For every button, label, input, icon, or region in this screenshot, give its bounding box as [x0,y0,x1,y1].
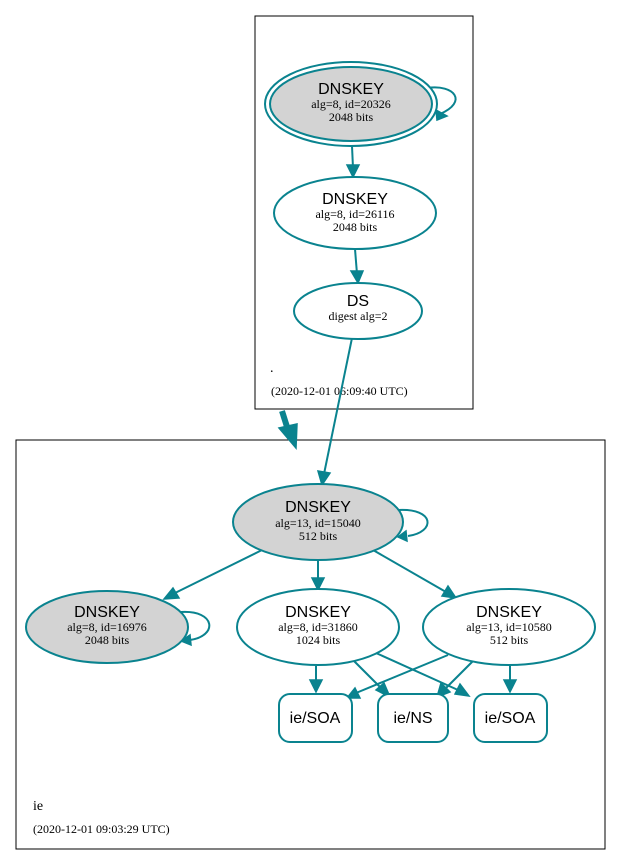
node-detail: 1024 bits [296,633,341,647]
root-ksk-node[interactable]: DNSKEY alg=8, id=20326 2048 bits [264,61,438,147]
ie-zone-timestamp: (2020-12-01 09:03:29 UTC) [33,822,170,836]
rrset-soa-1-node[interactable]: ie/SOA [278,693,353,743]
edge-10580-to-soa2 [502,666,518,694]
node-detail: digest alg=2 [328,309,387,323]
node-title: DNSKEY [285,604,351,621]
node-title: DNSKEY [318,81,384,98]
node-title: ie/SOA [485,710,536,727]
node-title: DNSKEY [74,604,140,621]
ie-zone-label: ie [33,799,43,814]
edge-ie-ksk-to-16976 [162,549,263,600]
delegation-arrow [277,410,298,450]
node-title: DNSKEY [285,499,351,516]
ie-key-16976-node[interactable]: DNSKEY alg=8, id=16976 2048 bits [25,590,189,664]
node-detail: 2048 bits [85,633,130,647]
node-title: DNSKEY [476,604,542,621]
edge-10580-to-soa1 [345,654,449,699]
node-title: ie/SOA [290,710,341,727]
edge-ie-ksk-self [396,508,429,543]
ie-ksk-node[interactable]: DNSKEY alg=13, id=15040 512 bits [232,483,404,561]
node-detail: 512 bits [490,633,529,647]
node-detail: alg=13, id=15040 [275,516,361,530]
node-detail: 2048 bits [329,110,374,124]
node-detail: alg=8, id=26116 [315,207,394,221]
node-title: DS [347,293,369,310]
edge-root-ksk-self [426,86,457,122]
ie-key-31860-node[interactable]: DNSKEY alg=8, id=31860 1024 bits [236,588,400,666]
root-zone-label: . [270,361,274,376]
node-title: ie/NS [393,710,432,727]
root-zsk-node[interactable]: DNSKEY alg=8, id=26116 2048 bits [273,176,437,250]
rrset-ns-node[interactable]: ie/NS [377,693,449,743]
node-detail: alg=8, id=16976 [67,620,147,634]
node-detail: alg=8, id=20326 [311,97,391,111]
edge-ie-ksk-to-10580 [372,549,458,599]
edge-ds-to-ie-ksk [316,337,353,487]
node-detail: 512 bits [299,529,338,543]
edge-root-ksk-to-zsk [345,145,361,179]
node-detail: alg=8, id=31860 [278,620,358,634]
ie-key-10580-node[interactable]: DNSKEY alg=13, id=10580 512 bits [422,588,596,666]
rrset-soa-2-node[interactable]: ie/SOA [473,693,548,743]
root-zone-timestamp: (2020-12-01 06:09:40 UTC) [271,384,408,398]
edge-31860-to-soa1 [308,666,324,694]
edge-ie-ksk-to-31860 [310,561,326,592]
ds-node[interactable]: DS digest alg=2 [293,282,423,340]
node-detail: 2048 bits [333,220,378,234]
node-detail: alg=13, id=10580 [466,620,552,634]
edge-root-zsk-to-ds [349,248,365,285]
node-title: DNSKEY [322,191,388,208]
edge-31860-to-soa2 [375,652,471,697]
root-ksk-inner-ellipse [269,66,433,142]
